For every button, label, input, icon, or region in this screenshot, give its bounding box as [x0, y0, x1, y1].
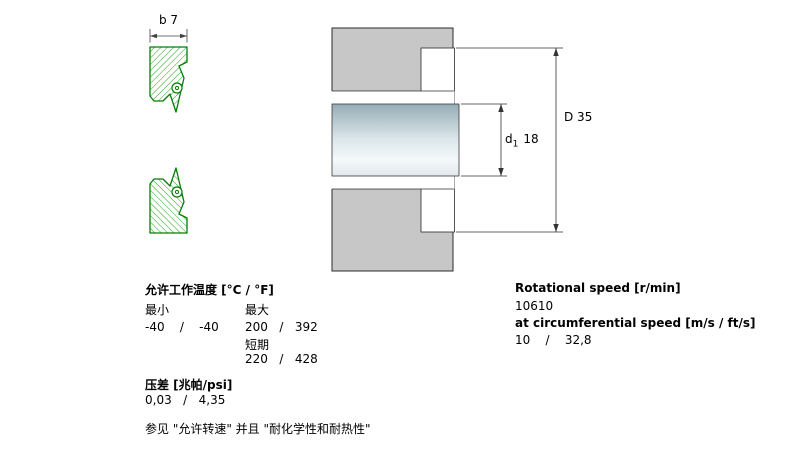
dim-D-lines [456, 47, 563, 233]
dim-d1-label: d1 18 [505, 132, 539, 149]
dim-D-arrow-top [553, 48, 559, 56]
dim-d1-value: 18 [523, 132, 539, 146]
temperature-short-term-value: 220 / 428 [245, 352, 318, 366]
seal-profile-bottom [149, 167, 188, 234]
dim-d1-subscript: 1 [512, 139, 519, 150]
dim-d1-arrow-top [498, 104, 504, 112]
temperature-max-value: 200 / 392 [245, 320, 318, 334]
dim-D-label: D 35 [564, 110, 593, 124]
pressure-value: 0,03 / 4,35 [145, 393, 226, 407]
installation-drawing [320, 20, 600, 290]
temperature-title: 允许工作温度 [°C / °F] [145, 283, 274, 297]
reference-note: 参见 "允许转速" 并且 "耐化学性和耐热性" [145, 422, 371, 436]
garter-spring-icon [171, 82, 183, 94]
temperature-short-term-label: 短期 [245, 338, 270, 352]
dim-b-arrow-right [180, 33, 187, 39]
pressure-title: 压差 [兆帕/psi] [145, 378, 233, 392]
dim-d1-arrow-bottom [498, 168, 504, 176]
temperature-min-value: -40 / -40 [145, 320, 219, 334]
seal-profile-top [149, 46, 188, 113]
dim-d1-lines [461, 103, 507, 177]
dim-b-label: b 7 [158, 13, 179, 27]
dim-b-arrow-left [150, 33, 157, 39]
dim-D-arrow-bottom [553, 224, 559, 232]
circumferential-speed-value: 10 / 32,8 [515, 333, 592, 347]
seal-cross-section-svg [149, 29, 188, 234]
garter-spring-icon [171, 186, 183, 198]
rotational-speed-value: 10610 [515, 299, 554, 313]
temperature-min-label: 最小 [145, 303, 170, 317]
rotational-speed-title: Rotational speed [r/min] [515, 281, 681, 295]
temperature-max-label: 最大 [245, 303, 270, 317]
dim-d1-prefix: d [505, 132, 513, 146]
circumferential-speed-title: at circumferential speed [m/s / ft/s] [515, 316, 756, 330]
installation-svg [331, 27, 563, 272]
dim-b-lines [149, 29, 188, 43]
shaft [331, 103, 460, 177]
seal-cross-section-drawing [130, 8, 250, 268]
